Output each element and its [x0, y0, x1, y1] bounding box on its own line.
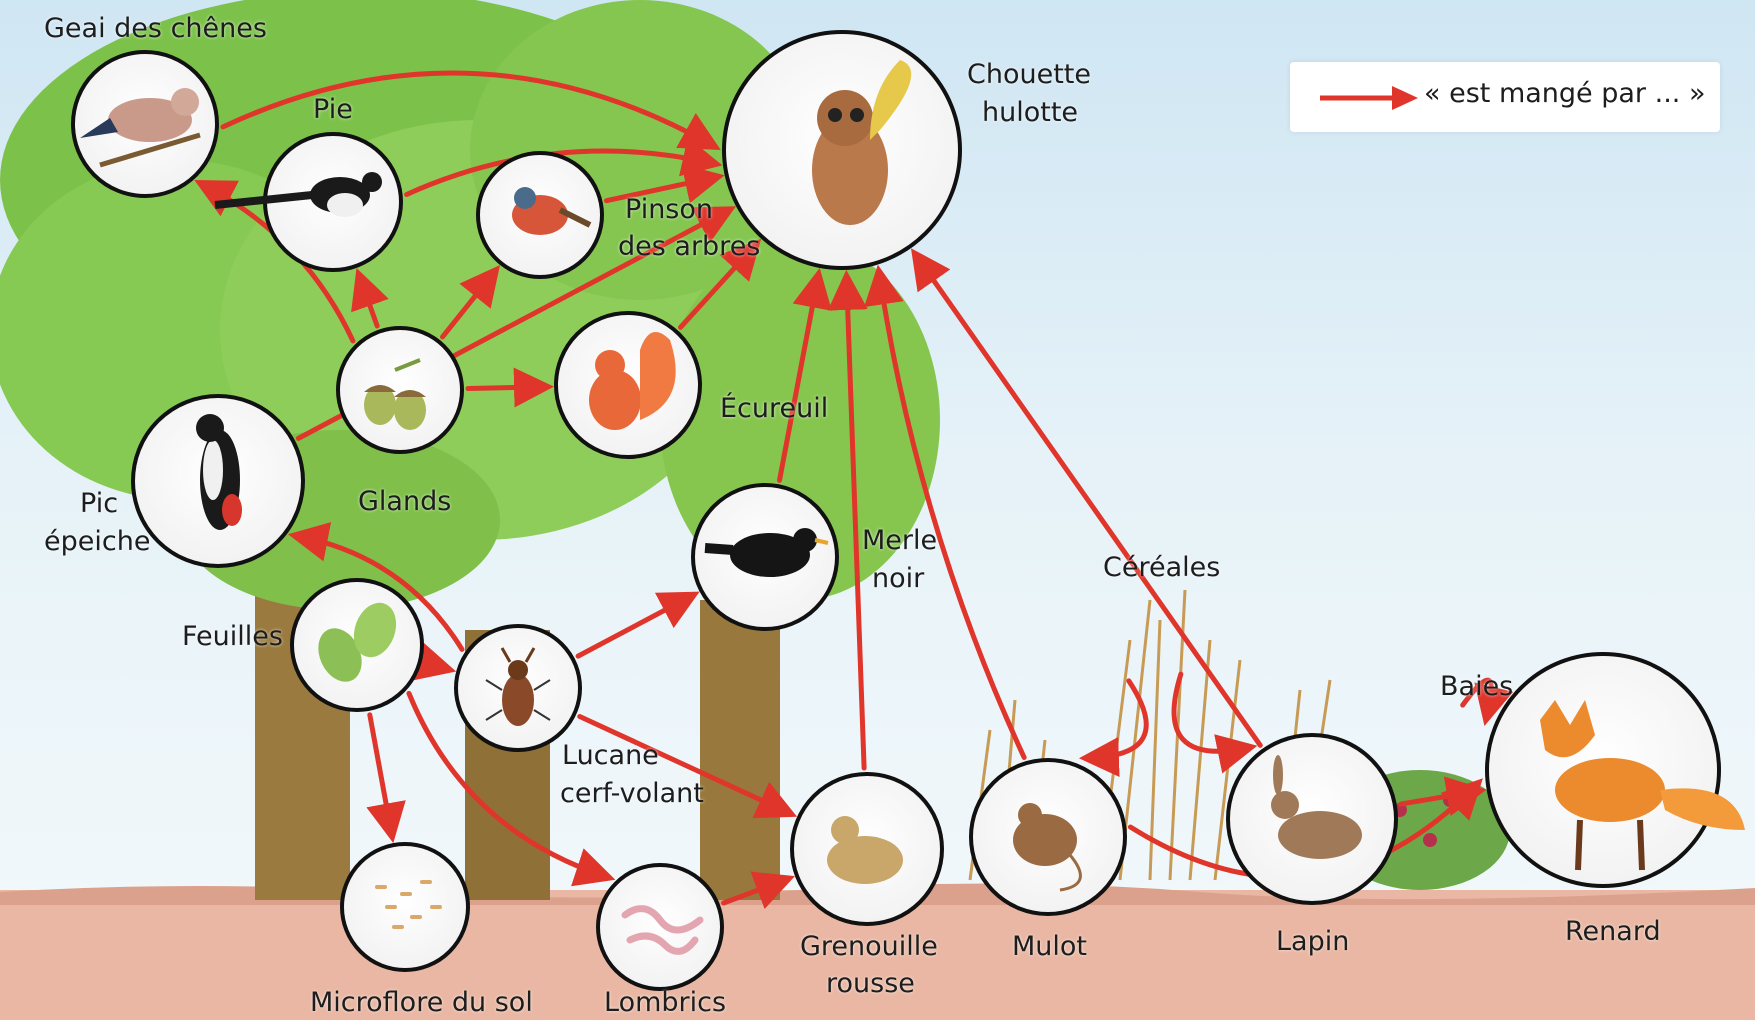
label-pinson-line2: des arbres — [618, 230, 760, 264]
label-glands: Glands — [358, 485, 451, 519]
geai-circle[interactable] — [73, 52, 217, 196]
arrow-feuilles-to-microflore — [370, 715, 392, 833]
microflore-circle[interactable] — [342, 844, 468, 970]
label-lapin: Lapin — [1276, 925, 1349, 959]
grenouille-circle[interactable] — [792, 774, 942, 924]
lucane-circle[interactable] — [456, 626, 580, 750]
renard-circle[interactable] — [1487, 654, 1745, 886]
label-pie: Pie — [313, 93, 353, 127]
tree-trunk-right — [700, 600, 780, 900]
legend-arrow-icon — [1314, 62, 1424, 132]
label-baies: Baies — [1440, 670, 1513, 704]
label-renard: Renard — [1565, 915, 1661, 949]
ecureuil-circle[interactable] — [556, 313, 700, 457]
label-chouette-line2: hulotte — [982, 96, 1078, 130]
mulot-circle[interactable] — [971, 760, 1125, 914]
label-pic-line2: épeiche — [44, 525, 150, 559]
arrow-glands-to-ecureuil — [468, 387, 544, 389]
legend-label: « est mangé par ... » — [1424, 78, 1705, 109]
label-chouette-line1: Chouette — [967, 58, 1091, 92]
merle-circle[interactable] — [693, 485, 837, 629]
label-geai: Geai des chênes — [44, 12, 267, 46]
pic-circle[interactable] — [133, 396, 303, 566]
label-ecureuil: Écureuil — [720, 392, 828, 426]
label-merle-line1: Merle — [862, 524, 937, 558]
label-merle-line2: noir — [872, 562, 924, 596]
lombrics-circle[interactable] — [598, 865, 722, 989]
pinson-circle[interactable] — [478, 153, 602, 277]
label-microflore: Microflore du sol — [310, 986, 533, 1020]
label-pic-line1: Pic — [80, 487, 118, 521]
legend-box: « est mangé par ... » — [1290, 62, 1720, 132]
label-lucane-line1: Lucane — [562, 739, 659, 773]
label-grenouille-line1: Grenouille — [800, 930, 938, 964]
arrow-feuilles-to-lucane — [426, 663, 447, 669]
feuilles-circle[interactable] — [292, 580, 422, 710]
label-grenouille-line2: rousse — [826, 967, 915, 1001]
label-lucane-line2: cerf-volant — [560, 777, 704, 811]
label-cereales: Céréales — [1103, 551, 1220, 585]
arrow-lapin-to-chouette — [917, 256, 1261, 745]
glands-circle[interactable] — [338, 328, 462, 452]
arrow-lucane-to-merle — [578, 596, 691, 656]
label-lombrics: Lombrics — [604, 986, 726, 1020]
lapin-circle[interactable] — [1228, 735, 1396, 903]
label-mulot: Mulot — [1012, 930, 1087, 964]
label-feuilles: Feuilles — [182, 620, 283, 654]
label-pinson-line1: Pinson — [625, 193, 713, 227]
